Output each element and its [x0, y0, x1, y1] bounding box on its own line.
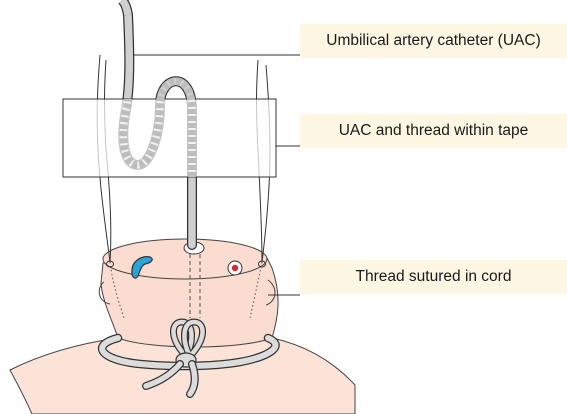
label-uac-and-thread-within-tape: UAC and thread within tape: [300, 114, 567, 148]
umbilical-artery-lumen: [232, 265, 238, 271]
label-thread-sutured-in-cord: Thread sutured in cord: [300, 260, 567, 294]
label-umbilical-artery-catheter: Umbilical artery catheter (UAC): [300, 24, 567, 58]
securing-tape: [63, 99, 276, 177]
